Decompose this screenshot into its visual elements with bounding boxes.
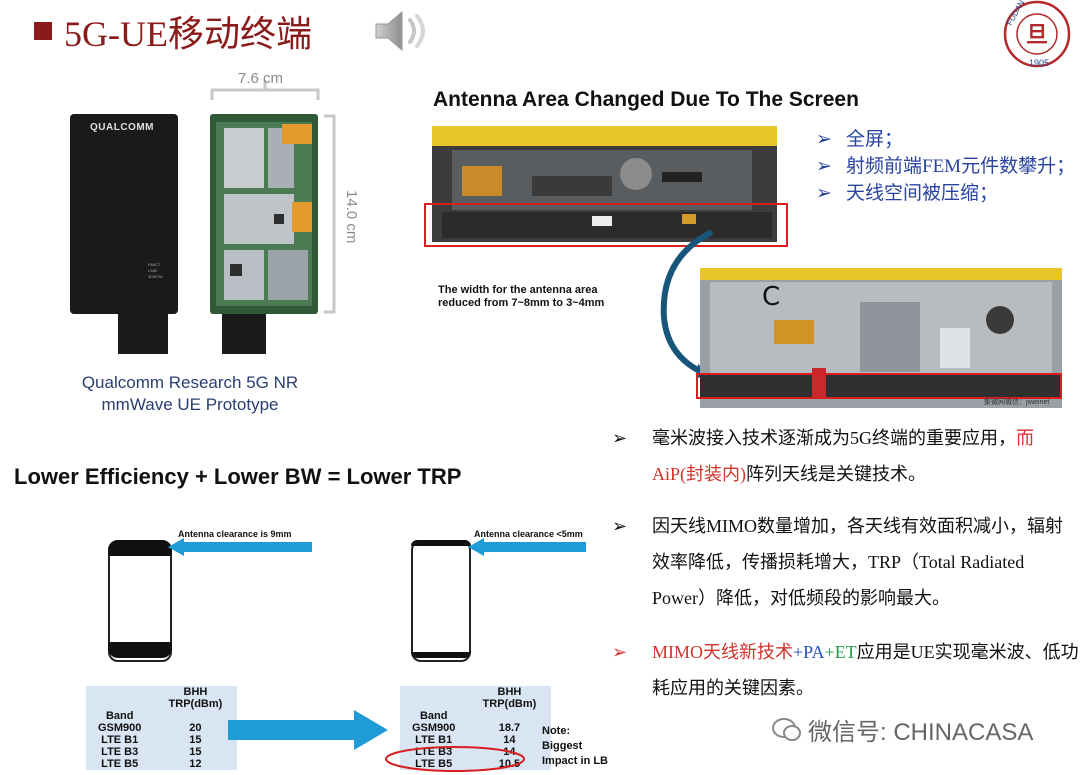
width-dimension-label: 7.6 cm — [238, 70, 284, 87]
bullet-arrow-icon: ➢ — [612, 428, 628, 448]
prototype-small-print: FA5C7 L380 3D3F2A — [148, 262, 163, 279]
height-dimension-label: 14.0 cm — [343, 190, 360, 244]
phone-right-top-antenna — [411, 540, 471, 546]
prototype-back-image — [210, 114, 318, 314]
prototype-back-cable — [222, 314, 266, 354]
bullet-item: ➢ 全屏； — [816, 126, 1078, 153]
antenna-bullet-list: ➢ 全屏； ➢ 射频前端FEM元件数攀升； ➢ 天线空间被压缩； — [816, 126, 1078, 207]
table-row: LTE B3 15 — [101, 746, 202, 758]
phone-left-bottom-antenna — [108, 642, 172, 658]
phone-right-bottom-antenna — [411, 652, 471, 658]
table-header-row: Band — [400, 710, 551, 722]
phone-left-top-antenna — [108, 540, 172, 556]
table-row: LTE B1 14 — [415, 734, 516, 746]
photo2-handwritten-mark: C — [762, 282, 781, 312]
bullet-item: ➢ 天线空间被压缩； — [816, 180, 1078, 207]
bullet-item: ➢ 射频前端FEM元件数攀升； — [816, 153, 1078, 180]
clearance-label-left: Antenna clearance is 9mm — [178, 529, 292, 539]
speaker-icon[interactable] — [372, 8, 432, 54]
table-row: LTE B5 12 — [101, 758, 202, 770]
table-header-row: BHH TRP(dBm) — [86, 686, 237, 710]
slide-title: 5G-UE移动终端 — [34, 6, 312, 56]
photo-credit: 集微网微信：jiweinet — [984, 399, 1050, 406]
bullet-arrow-icon: ➢ — [816, 129, 832, 150]
height-dimension-bracket — [324, 114, 336, 314]
paragraph-3: ➢ MIMO天线新技术+PA+ET应用是UE实现毫米波、低功耗应用的关键因素。 — [612, 634, 1080, 706]
title-text: 5G-UE移动终端 — [64, 14, 312, 54]
paragraph-2: ➢ 因天线MIMO数量增加，各天线有效面积减小，辐射效率降低，传播损耗增大，TR… — [612, 508, 1080, 616]
table-row: GSM900 20 — [98, 722, 202, 734]
prototype-caption: Qualcomm Research 5G NR mmWave UE Protot… — [81, 373, 299, 414]
antenna-area-highlight-2 — [696, 373, 1062, 399]
note-text: Note: Biggest Impact in LB — [542, 725, 609, 767]
table-header-row: BHH TRP(dBm) — [400, 686, 551, 710]
fudan-logo-seal: 旦 FUDAN 1905 — [1003, 0, 1071, 68]
column-header: BHH TRP(dBm) — [168, 686, 223, 710]
clearance-arrow-right — [468, 538, 586, 556]
bullet-arrow-icon: ➢ — [612, 642, 628, 662]
antenna-width-note: The width for the antenna area reduced f… — [438, 284, 605, 309]
antenna-area-highlight-1 — [424, 203, 788, 247]
column-header: Band — [105, 710, 134, 722]
paragraph-1: ➢ 毫米波接入技术逐渐成为5G终端的重要应用，而AiP(封装内)阵列天线是关键技… — [612, 420, 1080, 492]
antenna-area-title: Antenna Area Changed Due To The Screen — [433, 88, 859, 111]
table-row: GSM900 18.7 — [412, 722, 521, 734]
clearance-arrow-left — [168, 538, 312, 556]
width-dimension-bracket — [210, 80, 320, 100]
clearance-label-right: Antenna clearance <5mm — [474, 529, 583, 539]
phone-outline-right — [411, 540, 471, 662]
bullet-arrow-icon: ➢ — [816, 183, 832, 204]
column-header: BHH TRP(dBm) — [482, 686, 537, 710]
comparison-arrow — [228, 710, 388, 750]
efficiency-title: Lower Efficiency + Lower BW = Lower TRP — [14, 464, 462, 489]
table-header-row: Band — [86, 710, 237, 722]
title-bullet-square — [34, 22, 52, 40]
lte-b5-highlight-ellipse — [385, 746, 525, 772]
prototype-front-cable — [118, 314, 168, 354]
bullet-arrow-icon: ➢ — [612, 516, 628, 536]
trp-table-left: BHH TRP(dBm) Band GSM900 20 LTE B1 15 LT… — [86, 686, 238, 770]
wechat-watermark: 微信号: CHINACASA — [772, 712, 1033, 747]
phone-bottom-photo-2 — [700, 268, 1062, 408]
trp-table-right: BHH TRP(dBm) Band GSM900 18.7 LTE B1 14 … — [400, 686, 552, 770]
table-row: LTE B1 15 — [101, 734, 202, 746]
phone-bottom-photo-1 — [432, 126, 777, 242]
wechat-icon — [772, 717, 801, 741]
prototype-front-image — [70, 114, 178, 314]
svg-text:旦: 旦 — [1026, 22, 1048, 48]
svg-text:1905: 1905 — [1029, 58, 1049, 68]
qualcomm-brand-text: QUALCOMM — [90, 122, 154, 133]
bullet-arrow-icon: ➢ — [816, 156, 832, 177]
column-header: Band — [419, 710, 448, 722]
